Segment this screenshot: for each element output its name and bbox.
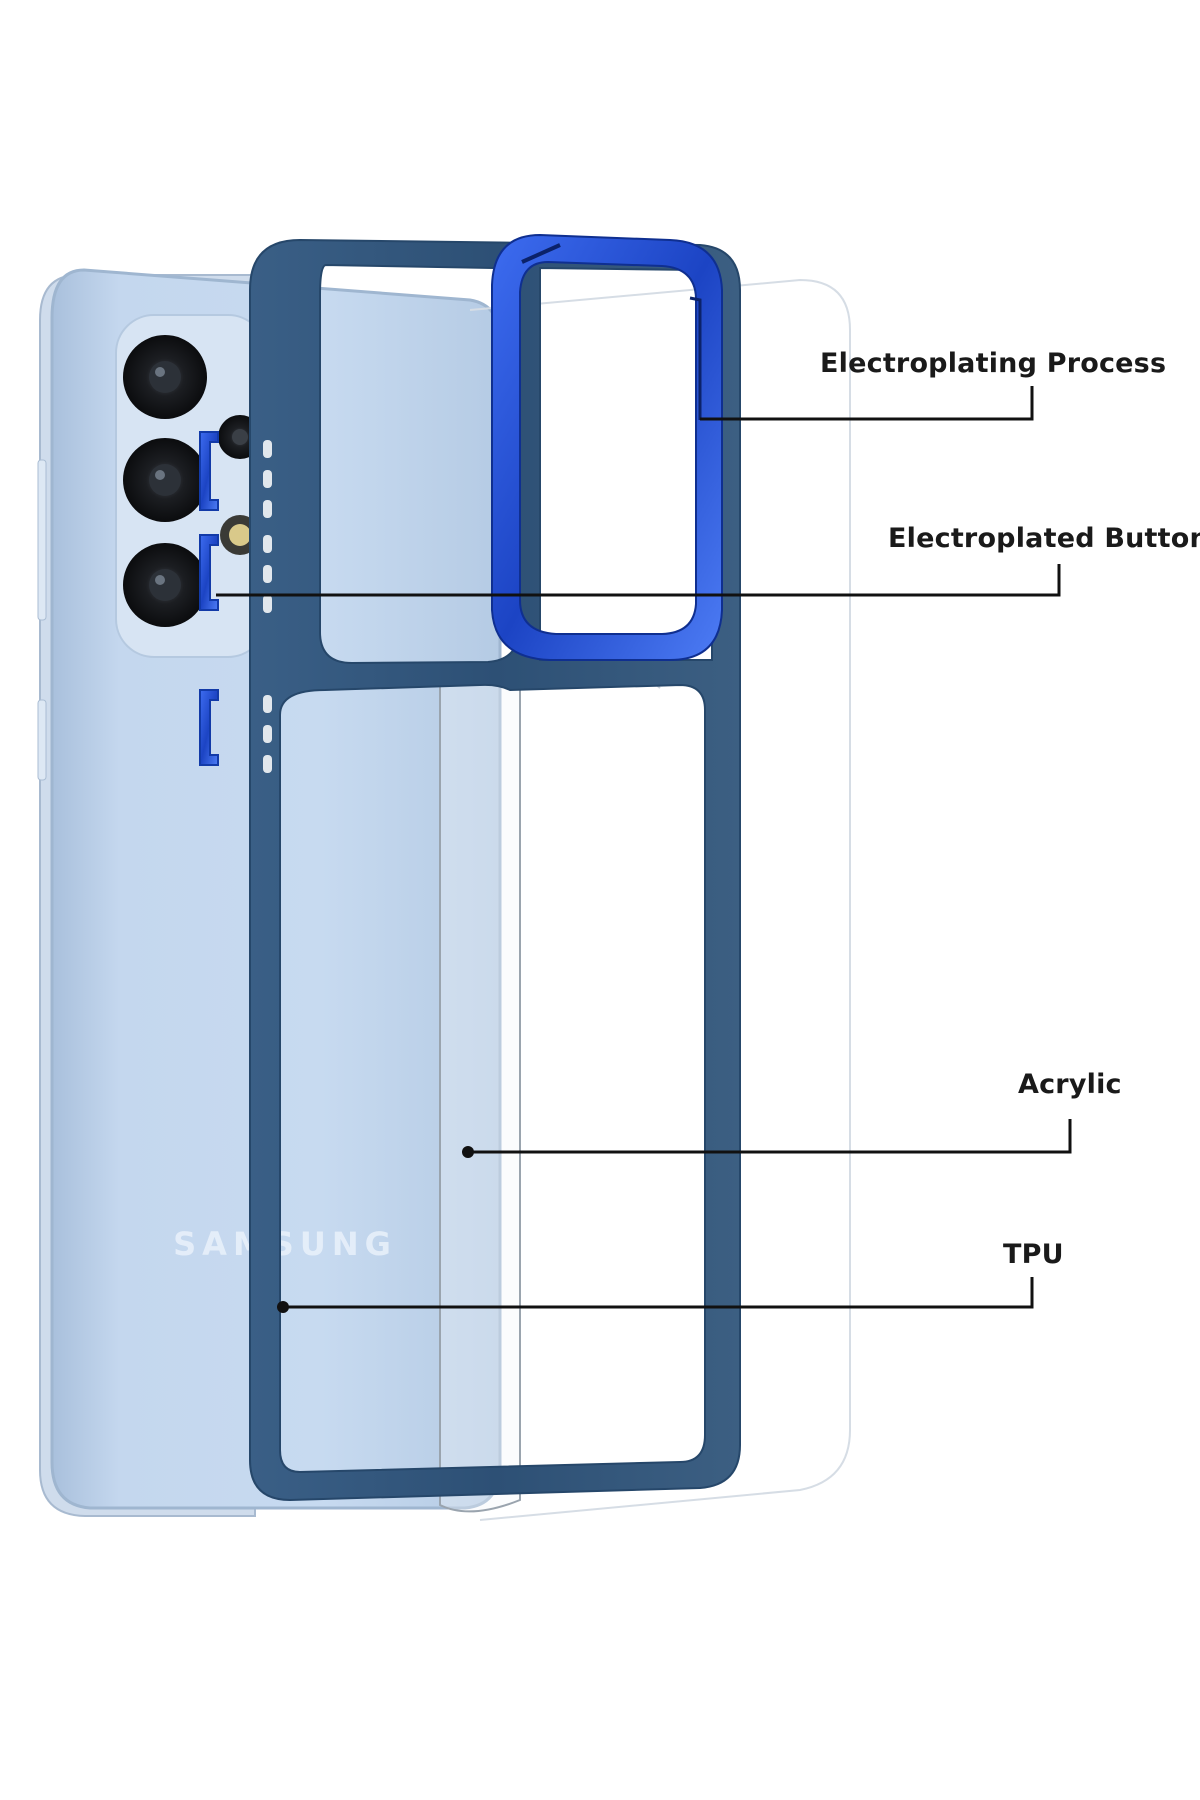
brand-logo: SAMSUNG <box>173 1225 397 1263</box>
callout-electroplated-button: Electroplated Button <box>888 523 1200 554</box>
callout-electroplating-process: Electroplating Process <box>820 348 1167 379</box>
camera-lens-icon <box>123 543 207 627</box>
camera-lens-icon <box>123 335 207 419</box>
tpu-frame <box>249 238 741 1502</box>
camera-lens-icon <box>123 438 207 522</box>
callout-acrylic: Acrylic <box>1018 1069 1122 1100</box>
leader-dots <box>277 1146 474 1313</box>
electroplated-buttons <box>199 431 219 766</box>
callout-tpu: TPU <box>1003 1239 1064 1270</box>
electroplated-camera-ring <box>491 233 723 661</box>
leader-lines <box>216 386 1072 1309</box>
